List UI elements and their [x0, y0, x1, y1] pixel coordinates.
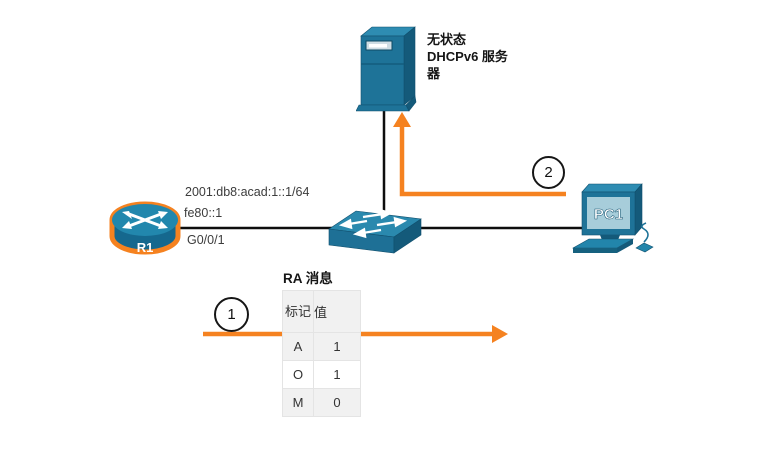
step2-arrow	[393, 112, 566, 197]
pc1-icon: PC1	[572, 180, 664, 258]
router-interface-label: G0/0/1	[187, 233, 225, 247]
router-r1-icon: R1	[106, 198, 184, 262]
flag-o: O	[282, 360, 314, 389]
ra-col-value: 值	[313, 290, 361, 333]
router-name-label: R1	[137, 240, 154, 255]
server-label: 无状态 DHCPv6 服务器	[427, 32, 508, 81]
router-linklocal-address-label: fe80::1	[184, 206, 223, 220]
pc-name-label: PC1	[594, 206, 623, 223]
ra-col-flag: 标记	[282, 290, 314, 333]
table-row-o: O 1	[282, 360, 361, 389]
table-row-a: A 1	[282, 332, 361, 361]
flag-a-value: 1	[313, 332, 361, 361]
pc-screen	[587, 197, 630, 229]
step2-badge: 2	[532, 156, 565, 189]
switch-arrows	[338, 208, 408, 239]
flag-a: A	[282, 332, 314, 361]
mouse-cable	[641, 222, 649, 243]
router-cross-arrows	[128, 212, 162, 228]
router-global-address-label: 2001:db8:acad:1::1/64	[185, 185, 310, 199]
switch-icon	[327, 202, 423, 254]
pc-mouse	[635, 242, 654, 253]
ra-table-header-row: 标记 值	[282, 290, 361, 333]
flag-m-value: 0	[313, 388, 361, 417]
table-row-m: M 0	[282, 388, 361, 417]
dhcpv6-server-icon	[356, 26, 418, 114]
ra-message-title: RA 消息	[283, 271, 333, 286]
ra-flags-table: 标记 值 A 1 O 1 M 0	[282, 290, 361, 417]
flag-m: M	[282, 388, 314, 417]
step1-badge: 1	[214, 297, 249, 332]
arrowhead-right	[492, 325, 508, 343]
flag-o-value: 1	[313, 360, 361, 389]
arrowhead-up	[393, 112, 411, 127]
